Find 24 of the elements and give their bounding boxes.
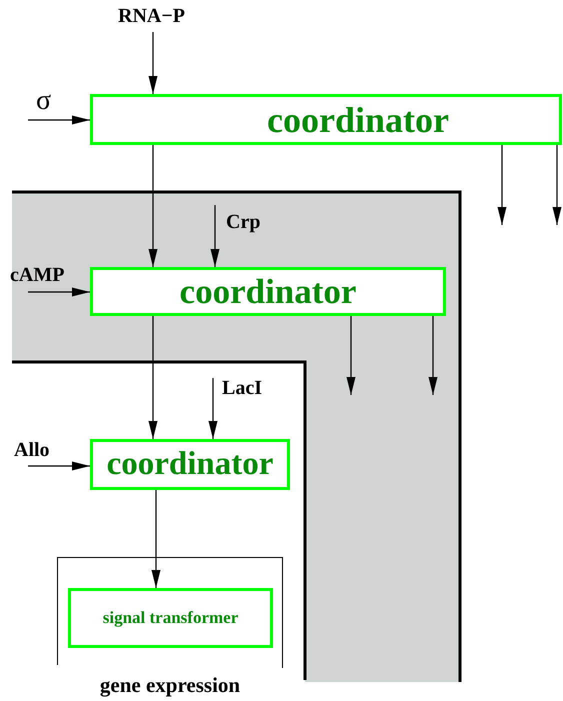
input-label: LacI bbox=[222, 376, 274, 400]
arrow bbox=[498, 145, 506, 225]
arrow bbox=[346, 316, 356, 395]
process-box: coordinator bbox=[90, 439, 290, 490]
arrow bbox=[148, 32, 158, 94]
arrow bbox=[208, 378, 218, 439]
process-box: coordinator bbox=[90, 267, 446, 316]
arrow bbox=[210, 205, 220, 267]
input-label: Crp bbox=[226, 210, 270, 234]
arrow bbox=[552, 145, 562, 225]
arrow bbox=[148, 145, 158, 267]
arrow bbox=[152, 490, 160, 588]
process-box: signal transformer bbox=[68, 588, 273, 648]
arrow bbox=[148, 316, 158, 439]
arrow bbox=[28, 462, 90, 470]
input-label: σ bbox=[36, 86, 58, 116]
input-label: cAMP bbox=[10, 263, 82, 287]
arrow bbox=[428, 316, 438, 395]
arrow bbox=[28, 116, 90, 124]
input-label: RNA−P bbox=[118, 4, 200, 30]
group-label: gene expression bbox=[98, 673, 242, 698]
arrow bbox=[28, 288, 90, 296]
input-label: Allo bbox=[14, 438, 64, 462]
process-box: coordinator bbox=[90, 94, 562, 145]
